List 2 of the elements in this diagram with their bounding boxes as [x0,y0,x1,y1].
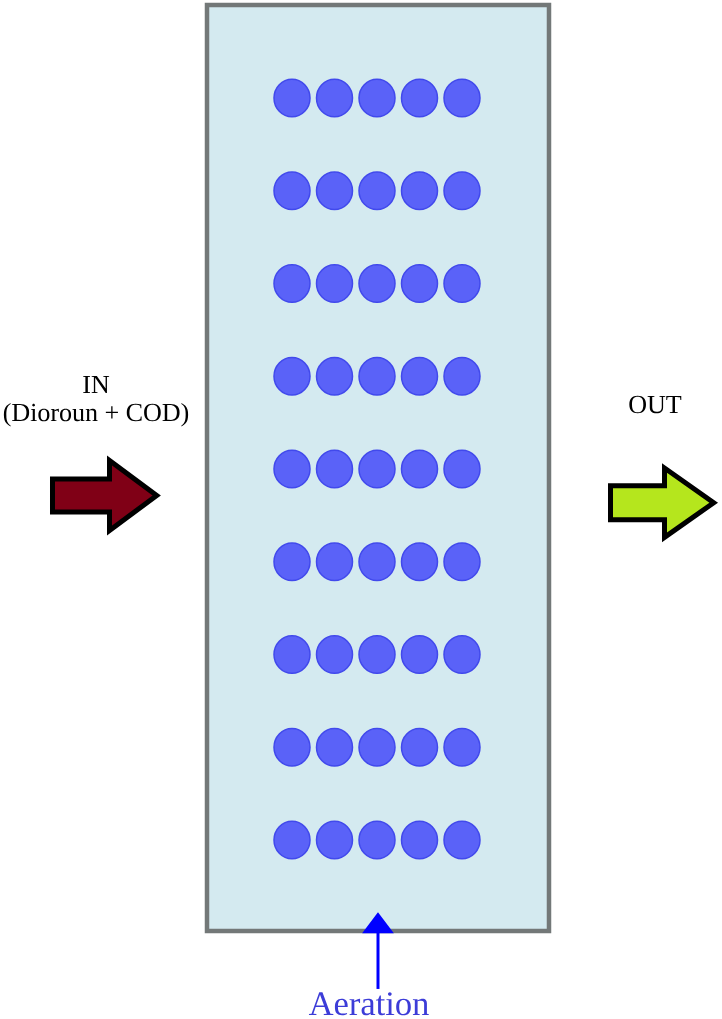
node-label: Aeration [309,992,429,1016]
flow-label: OUT [629,395,682,414]
